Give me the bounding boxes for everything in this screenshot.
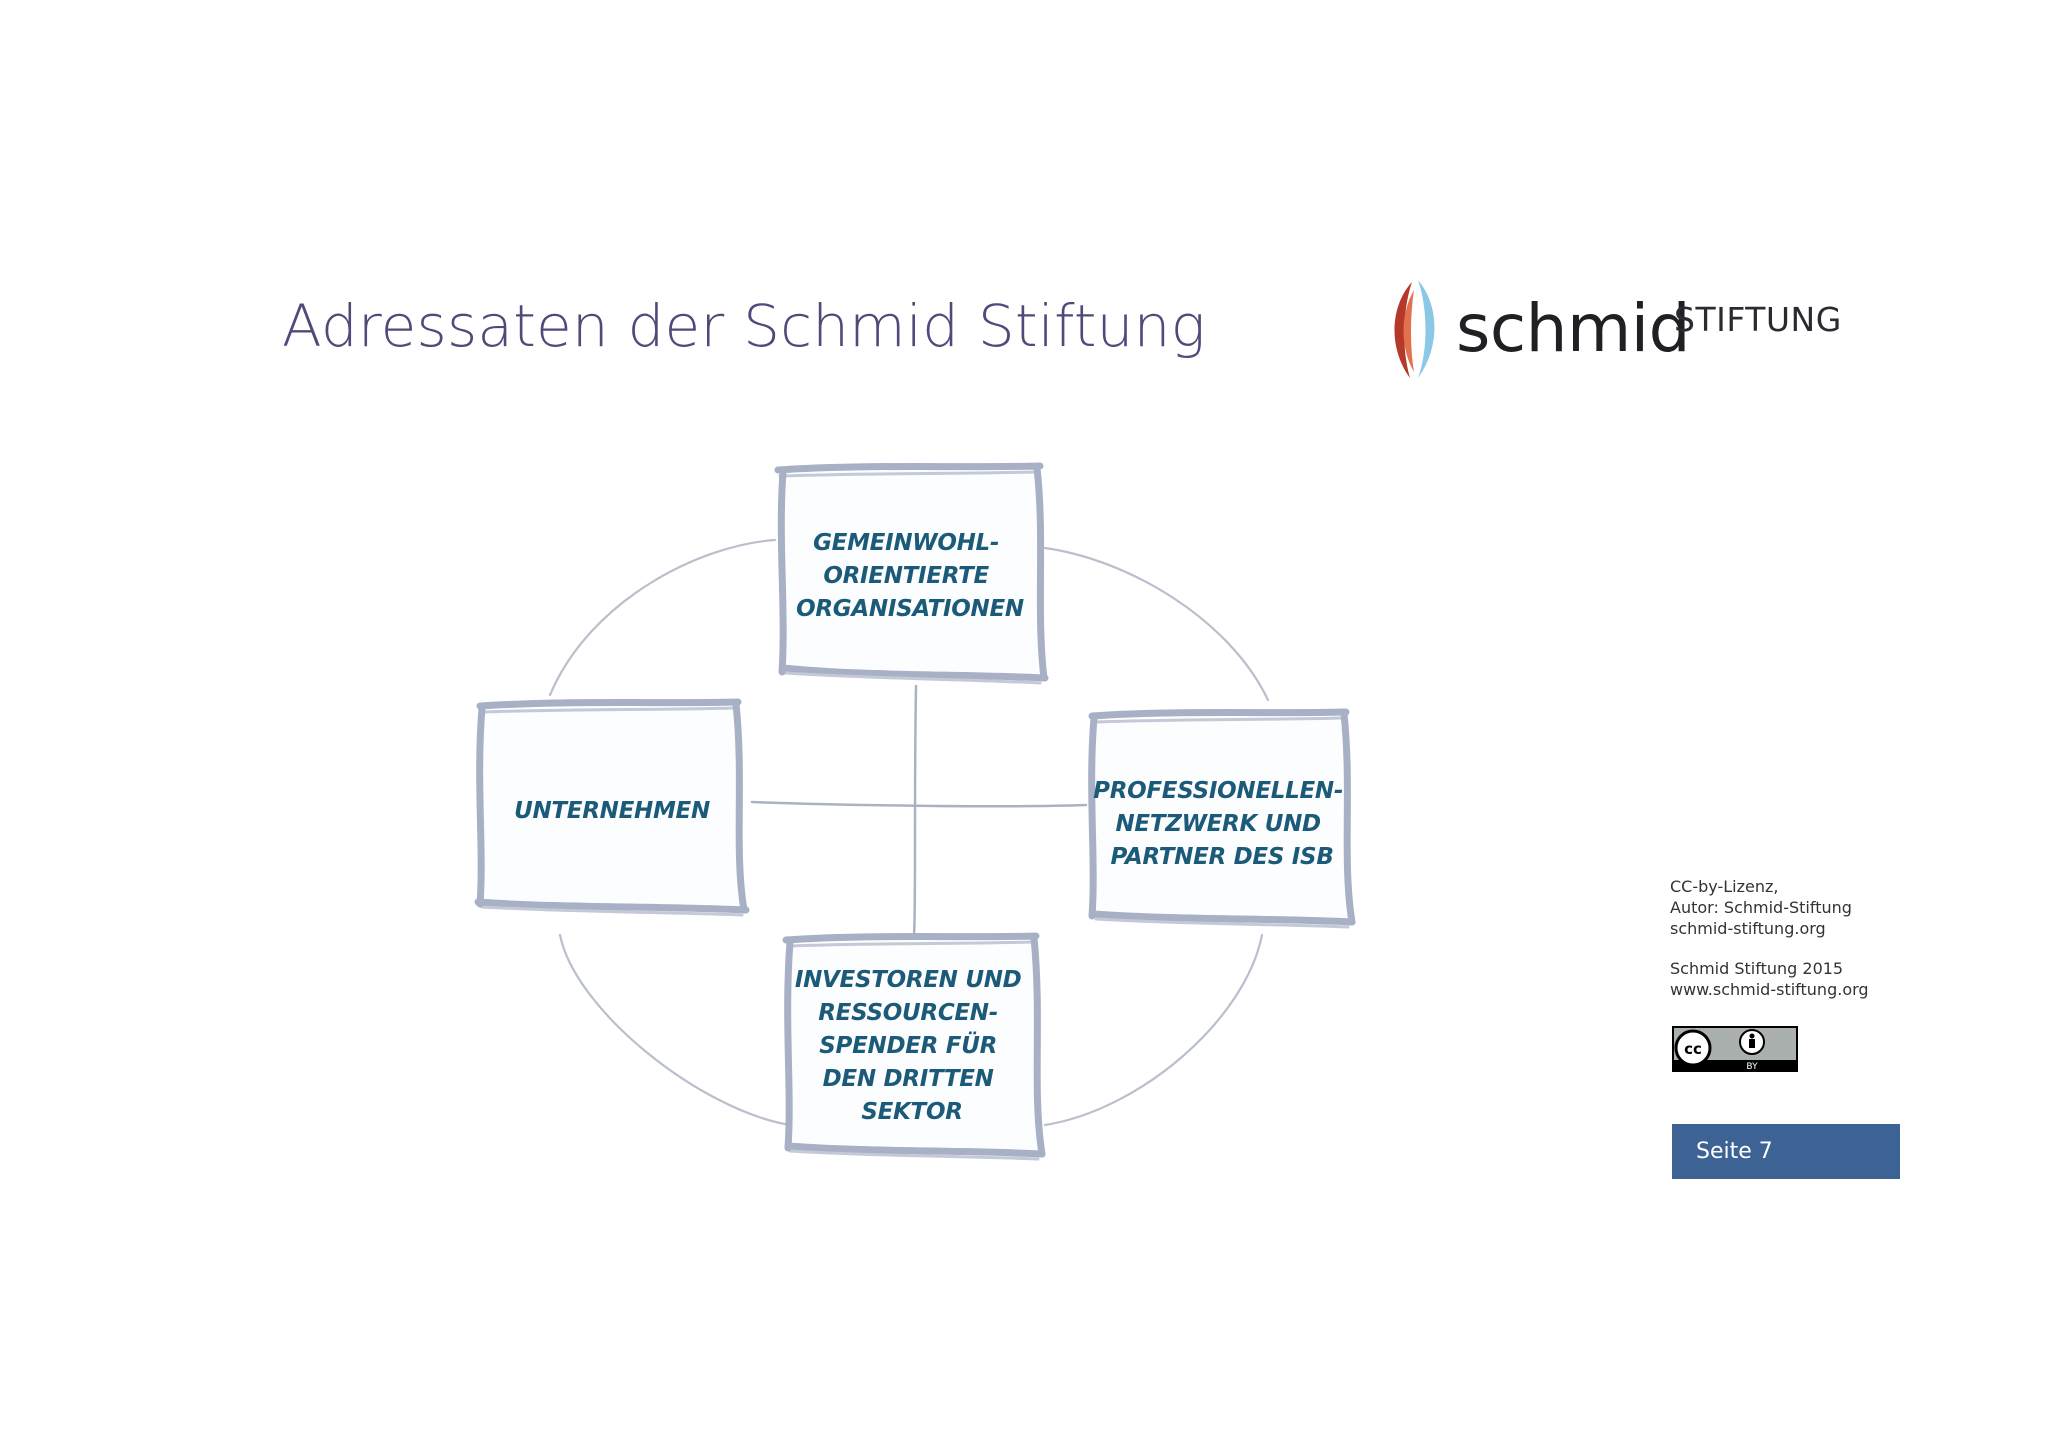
- node-frame-bottom: [782, 932, 1046, 1161]
- node-bottom-line: SPENDER FÜR: [819, 1031, 997, 1059]
- node-top-line: ORGANISATIONEN: [796, 596, 1024, 622]
- node-top-line: ORIENTIERTE: [823, 563, 989, 589]
- schmid-stiftung-logo: schmid STIFTUNG: [1384, 278, 1844, 383]
- page-number-button[interactable]: Seite 7: [1672, 1124, 1900, 1179]
- cc-by-badge-icon: cc BY: [1672, 1026, 1798, 1072]
- node-frame-left: [474, 698, 750, 917]
- node-bottom-line: DEN DRITTEN: [823, 1066, 994, 1092]
- node-top-label: GEMEINWOHL- ORIENTIERTE ORGANISATIONEN: [796, 530, 1024, 622]
- node-left-label: UNTERNEHMEN: [514, 798, 710, 824]
- license-notice: CC-by-Lizenz, Autor: Schmid-Stiftung sch…: [1670, 876, 1869, 1000]
- logo-subtitle: STIFTUNG: [1674, 300, 1842, 339]
- node-bottom-line: RESSOURCEN-: [818, 1000, 998, 1026]
- node-top-line: GEMEINWOHL-: [813, 530, 999, 556]
- node-bottom-line: INVESTOREN UND: [795, 967, 1022, 993]
- arc-top-right: [1043, 546, 1270, 702]
- svg-text:BY: BY: [1746, 1062, 1758, 1072]
- node-right-line: PROFESSIONELLEN-: [1093, 778, 1343, 804]
- svg-text:cc: cc: [1684, 1040, 1702, 1058]
- license-line: CC-by-Lizenz,: [1670, 877, 1779, 896]
- node-left-line: UNTERNEHMEN: [514, 798, 710, 824]
- arc-bottom-right: [1043, 933, 1264, 1127]
- node-right-line: NETZWERK UND: [1115, 811, 1321, 837]
- node-frame-right: [1088, 708, 1356, 929]
- license-author: Autor: Schmid-Stiftung: [1670, 898, 1852, 917]
- license-site: schmid-stiftung.org: [1670, 919, 1826, 938]
- node-frame-top: [774, 462, 1049, 685]
- node-right-line: PARTNER DES ISB: [1110, 844, 1333, 870]
- license-url: www.schmid-stiftung.org: [1670, 980, 1869, 999]
- license-copyright: Schmid Stiftung 2015: [1670, 959, 1844, 978]
- cross-horizontal: [750, 800, 1088, 808]
- node-bottom-label: INVESTOREN UND RESSOURCEN- SPENDER FÜR D…: [795, 967, 1029, 1125]
- node-right-label: PROFESSIONELLEN- NETZWERK UND PARTNER DE…: [1093, 778, 1351, 870]
- arc-bottom-left: [558, 933, 792, 1127]
- arc-top-left: [548, 538, 777, 697]
- node-bottom-line: SEKTOR: [861, 1099, 962, 1125]
- logo-mark-icon: [1394, 280, 1435, 378]
- page-title: Adressaten der Schmid Stiftung: [282, 292, 1206, 360]
- cross-vertical: [912, 684, 918, 937]
- logo-wordmark: schmid: [1456, 290, 1691, 367]
